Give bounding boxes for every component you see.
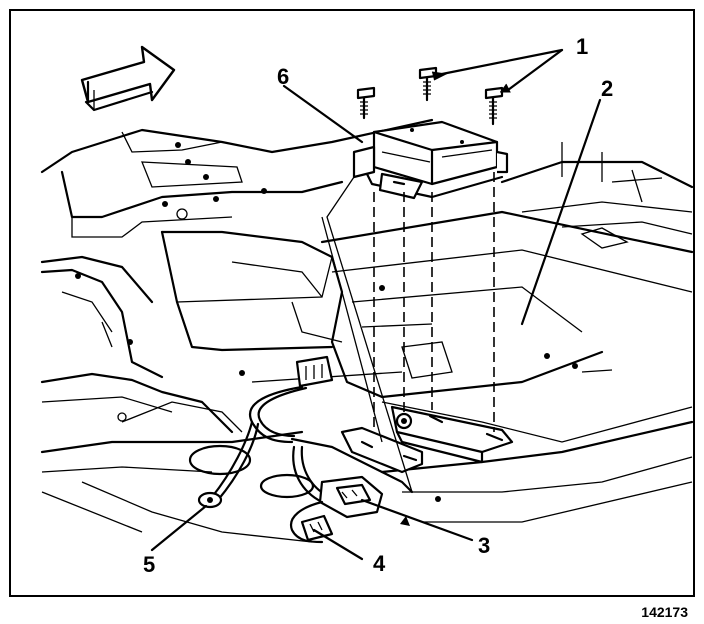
callout-6: 6 [277, 64, 290, 89]
wiring-harness [197, 355, 414, 544]
front-direction-arrow-icon [80, 45, 176, 112]
floor-pan [40, 118, 693, 293]
callout-5: 5 [143, 552, 156, 577]
seat-mount-area [40, 131, 344, 379]
bolt-icon [484, 86, 504, 126]
callout-4: 4 [373, 551, 386, 576]
diagram-frame: 1 2 3 4 5 6 [9, 9, 695, 597]
alignment-lines [373, 172, 495, 432]
vehicle-floor-illustration [40, 45, 693, 561]
inflatable-restraint-module [352, 120, 509, 200]
callout-1: 1 [576, 34, 589, 59]
bolt-icon [356, 86, 376, 120]
leader-lines [150, 48, 602, 561]
callout-2: 2 [601, 76, 614, 101]
figure-id-label: 142173 [641, 604, 688, 620]
callout-3: 3 [478, 533, 491, 558]
